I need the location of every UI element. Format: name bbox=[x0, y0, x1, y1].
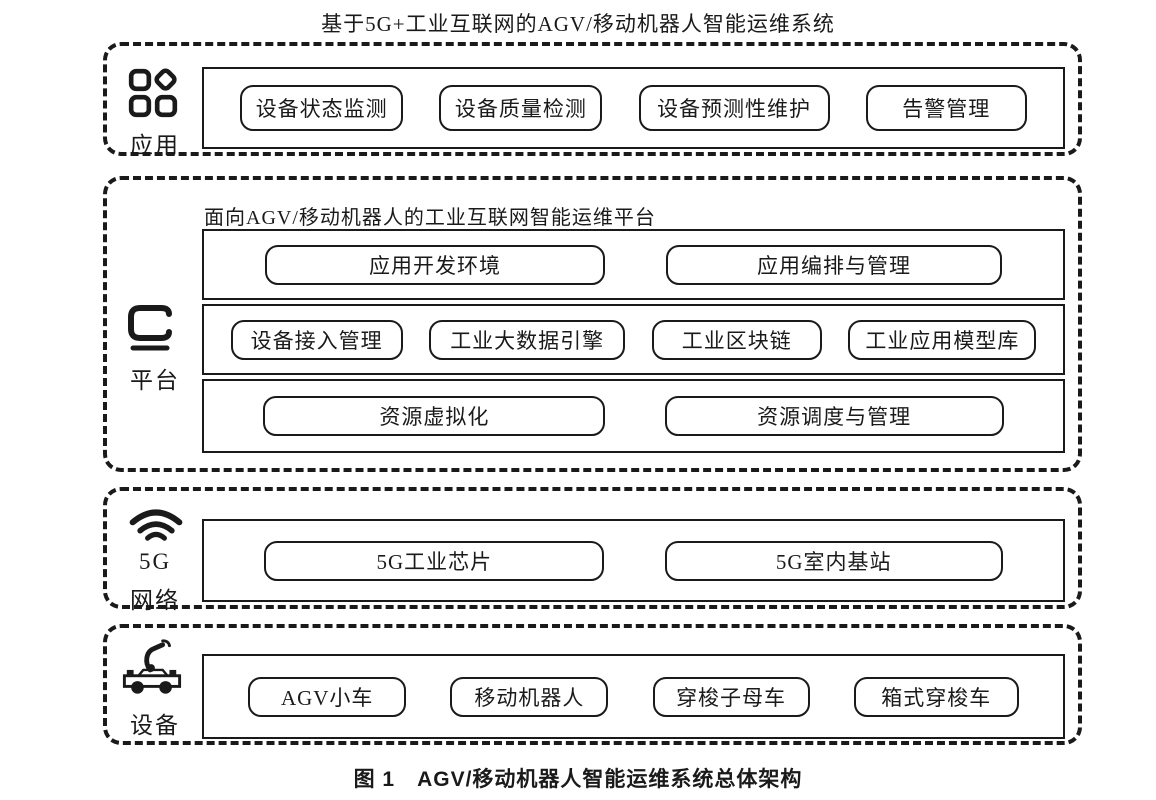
section-5g-network: 5G 网络 5G工业芯片 5G室内基站 bbox=[103, 487, 1082, 613]
platform-icon bbox=[125, 302, 177, 359]
box-app-orchestration-management: 应用编排与管理 bbox=[666, 244, 1002, 285]
section-label-device: 设备 bbox=[130, 713, 180, 738]
box-alarm-management: 告警管理 bbox=[865, 85, 1027, 131]
section-platform: 平台 面向AGV/移动机器人的工业互联网智能运维平台 应用开发环境 应用编排与管… bbox=[103, 176, 1082, 472]
box-device-access-management: 设备接入管理 bbox=[230, 319, 403, 360]
box-resource-virtualization: 资源虚拟化 bbox=[263, 396, 606, 436]
box-5g-industrial-chip: 5G工业芯片 bbox=[264, 540, 605, 581]
device-box-row: AGV小车 移动机器人 穿梭子母车 箱式穿梭车 bbox=[202, 654, 1065, 739]
box-box-shuttle-cart: 箱式穿梭车 bbox=[853, 676, 1019, 717]
box-5g-indoor-base-station: 5G室内基站 bbox=[664, 540, 1003, 581]
box-industrial-blockchain: 工业区块链 bbox=[651, 319, 822, 360]
box-industrial-app-model-library: 工业应用模型库 bbox=[848, 319, 1037, 360]
box-device-predictive-maintenance: 设备预测性维护 bbox=[638, 85, 830, 131]
apps-icon bbox=[127, 67, 179, 124]
platform-row-1: 应用开发环境 应用编排与管理 bbox=[202, 229, 1065, 300]
figure-caption: 图 1 AGV/移动机器人智能运维系统总体架构 bbox=[353, 768, 803, 791]
section-label-5g: 5G bbox=[138, 549, 172, 574]
box-agv-cart: AGV小车 bbox=[248, 676, 407, 717]
box-device-quality-inspection: 设备质量检测 bbox=[439, 85, 603, 131]
box-resource-scheduling-management: 资源调度与管理 bbox=[664, 396, 1004, 436]
section-device: 设备 AGV小车 移动机器人 穿梭子母车 箱式穿梭车 bbox=[103, 624, 1082, 745]
figure-title: 基于5G+工业互联网的AGV/移动机器人智能运维系统 bbox=[321, 12, 835, 36]
section-application: 应用 设备状态监测 设备质量检测 设备预测性维护 告警管理 bbox=[103, 42, 1082, 158]
box-device-status-monitoring: 设备状态监测 bbox=[240, 85, 404, 131]
box-app-dev-environment: 应用开发环境 bbox=[265, 244, 605, 285]
box-industrial-bigdata-engine: 工业大数据引擎 bbox=[429, 319, 626, 360]
application-box-row: 设备状态监测 设备质量检测 设备预测性维护 告警管理 bbox=[202, 67, 1065, 149]
wifi-icon bbox=[128, 506, 184, 551]
box-shuttle-mother-child-cart: 穿梭子母车 bbox=[652, 676, 810, 717]
platform-header: 面向AGV/移动机器人的工业互联网智能运维平台 bbox=[204, 207, 656, 229]
section-label-network: 网络 bbox=[130, 588, 180, 613]
box-mobile-robot: 移动机器人 bbox=[450, 676, 609, 717]
network-box-row: 5G工业芯片 5G室内基站 bbox=[202, 519, 1065, 602]
platform-row-3: 资源虚拟化 资源调度与管理 bbox=[202, 379, 1065, 453]
section-label-application: 应用 bbox=[130, 133, 180, 158]
robot-cart-icon bbox=[121, 638, 183, 703]
platform-row-2: 设备接入管理 工业大数据引擎 工业区块链 工业应用模型库 bbox=[202, 304, 1065, 375]
section-label-platform: 平台 bbox=[130, 368, 180, 393]
